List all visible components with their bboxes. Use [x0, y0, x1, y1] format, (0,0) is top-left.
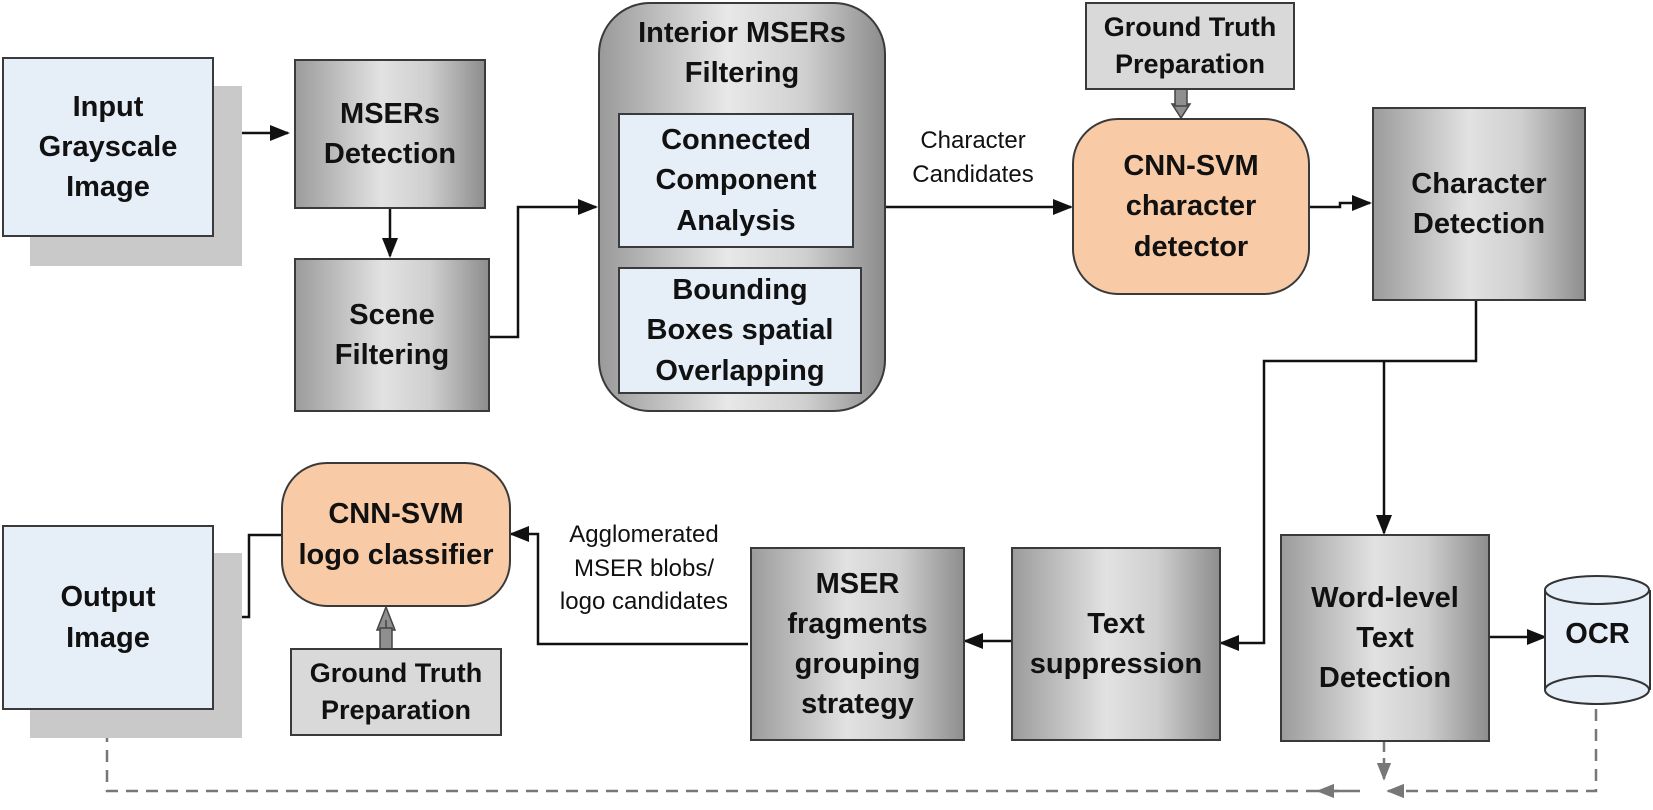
cnn-svm-logo-classifier: CNN-SVM logo classifier	[281, 462, 511, 607]
character-candidates-label: Character Candidates	[912, 127, 1034, 188]
line-chardet-down	[1219, 300, 1478, 651]
character-detection-box: Character Detection	[1372, 107, 1586, 301]
arrow-groundtruth2-stem	[379, 627, 393, 651]
ground-truth-bottom-box: Ground Truth Preparation	[290, 648, 502, 736]
scene-filtering-box: Scene Filtering	[294, 258, 490, 412]
input-image-box: Input Grayscale Image	[2, 57, 214, 237]
ocr-label: OCR	[1565, 618, 1630, 650]
mser-grouping-box: MSER fragments grouping strategy	[750, 547, 965, 741]
bounding-boxes-box: Bounding Boxes spatial Overlapping	[618, 267, 862, 394]
word-level-text-detection-box: Word-level Text Detection	[1280, 534, 1490, 742]
interior-msers-filtering-title: Interior MSERs Filtering	[638, 17, 846, 90]
msers-detection-box: MSERs Detection	[294, 59, 486, 209]
arrow-groundtruth-stem	[1174, 87, 1188, 107]
text-suppression-box: Text suppression	[1011, 547, 1221, 741]
ocr-cylinder-shape	[1544, 575, 1651, 705]
dashed-ocr-down	[1386, 709, 1598, 799]
connected-component-box: Connected Component Analysis	[618, 113, 854, 248]
agglomerated-label: Agglomerated MSER blobs/ logo candidates	[559, 521, 729, 616]
arrow-grouping-to-logo	[509, 526, 748, 646]
output-image-box: Output Image	[2, 525, 214, 710]
ground-truth-top-box: Ground Truth Preparation	[1085, 2, 1295, 90]
arrow-cnn-to-chardet	[1310, 195, 1372, 211]
dashed-to-output	[99, 710, 1338, 793]
arrow-groundtruth2-to-logo	[375, 604, 397, 631]
cnn-svm-character-detector: CNN-SVM character detector	[1072, 118, 1310, 295]
arrow-scene-to-interior	[489, 199, 598, 339]
